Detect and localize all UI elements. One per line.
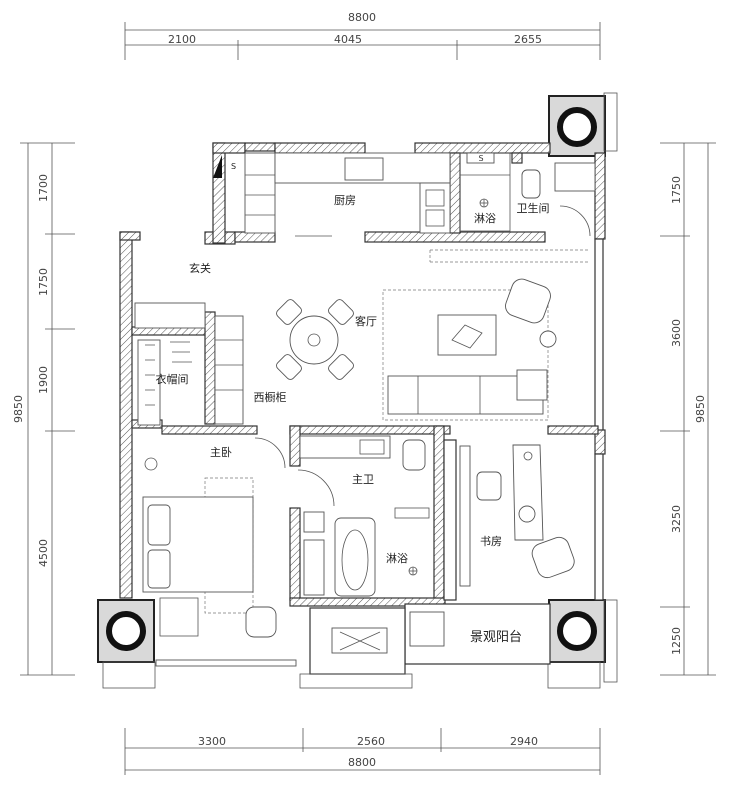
room-label-bathroom: 卫生间: [517, 201, 550, 215]
room-label-cloakroom: 衣帽间: [156, 372, 189, 386]
entrance-area: 玄关: [189, 249, 590, 275]
room-label-shower-master: 淋浴: [386, 552, 408, 565]
top-dimension-chain: 8800 2100 4045 2655: [124, 11, 601, 60]
master-bath-area: 主卫 淋浴: [297, 435, 430, 597]
room-label-kitchen: 厨房: [334, 194, 356, 207]
room-label-living: 客厅: [355, 314, 377, 328]
right-seg-2-label: 3600: [670, 319, 683, 347]
bottom-seg-1-label: 3300: [198, 735, 226, 748]
room-label-master-bath: 主卫: [352, 473, 374, 486]
structural-columns: [97, 92, 618, 689]
western-cabinet-area: 西橱柜: [214, 315, 287, 425]
study-area: 书房: [459, 444, 575, 587]
living-room: 客厅: [355, 278, 557, 421]
bottom-seg-3-label: 2940: [510, 735, 538, 748]
walls: [119, 142, 606, 689]
marker-s-left: S: [231, 162, 236, 171]
dining-set: [276, 299, 354, 380]
right-seg-1-label: 1750: [670, 176, 683, 204]
master-bedroom-area: 主卧: [142, 437, 297, 667]
cloakroom-area: 衣帽间: [134, 302, 206, 426]
right-seg-3-label: 3250: [670, 505, 683, 533]
balcony-area: 景观阳台: [331, 611, 522, 654]
bottom-seg-2-label: 2560: [357, 735, 385, 748]
right-total-label: 9850: [694, 395, 707, 423]
room-label-study: 书房: [480, 535, 502, 548]
marker-s-right: S: [478, 154, 483, 163]
top-total-label: 8800: [348, 11, 376, 24]
room-label-entrance: 玄关: [189, 261, 211, 275]
room-label-western-cabinet: 西橱柜: [254, 390, 287, 404]
bathroom-top: S 淋浴 卫生间: [459, 152, 596, 237]
left-dimension-chain: 1700 1750 1900 4500 9850: [12, 142, 75, 676]
right-seg-4-label: 1250: [670, 627, 683, 655]
left-seg-3-label: 1900: [37, 366, 50, 394]
left-total-label: 9850: [12, 395, 25, 423]
bottom-dimension-chain: 3300 2560 2940 8800: [124, 728, 601, 775]
top-seg-1-label: 2100: [168, 33, 196, 46]
kitchen-area: S 厨房: [213, 152, 451, 237]
top-seg-3-label: 2655: [514, 33, 542, 46]
right-dimension-chain: 1750 3600 3250 1250 9850: [660, 142, 716, 676]
left-seg-4-label: 4500: [37, 539, 50, 567]
room-label-balcony: 景观阳台: [470, 630, 522, 645]
left-seg-1-label: 1700: [37, 174, 50, 202]
room-label-shower-small: 淋浴: [474, 212, 496, 225]
left-seg-2-label: 1750: [37, 268, 50, 296]
top-seg-2-label: 4045: [334, 33, 362, 46]
room-label-master-bedroom: 主卧: [210, 446, 232, 459]
bottom-total-label: 8800: [348, 756, 376, 769]
